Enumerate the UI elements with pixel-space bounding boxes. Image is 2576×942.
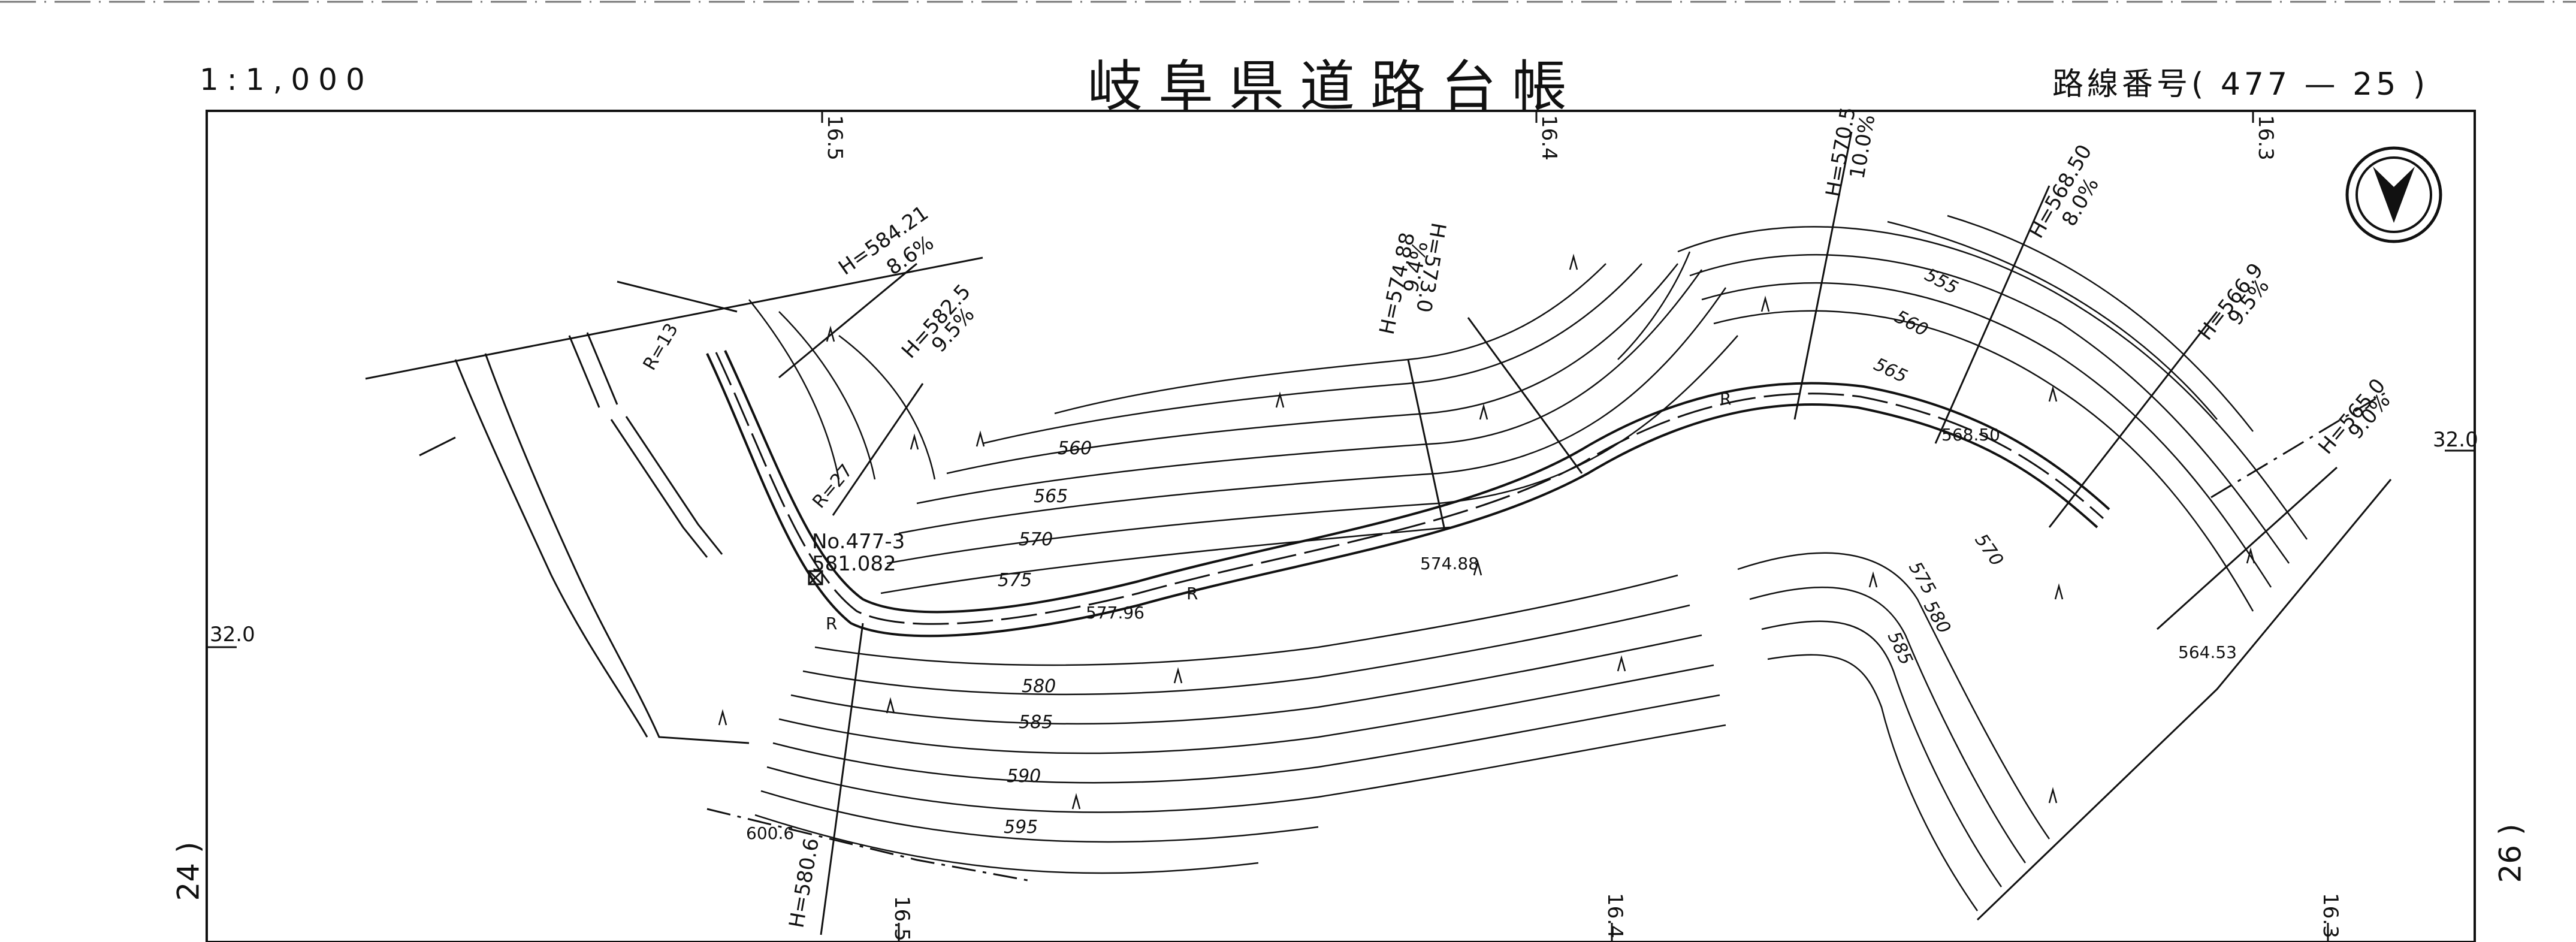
curve-radius-label: R [1720,389,1731,409]
spot-height: 577.96 [1086,603,1144,623]
contour-label: 585 [1883,629,1917,669]
grid-tick-top-1: 16.5 [823,115,847,161]
benchmark-id: No.477-3 [812,530,905,554]
spot-height: 574.88 [1420,554,1479,573]
spot-height: 564.53 [2178,642,2237,662]
curve-radius-label: R=27 [808,460,857,512]
station-label-h: H=580.6 [784,837,824,930]
contour-label: 570 [1019,529,1053,550]
grid-tick-bottom-1: 16.5 [890,896,914,941]
contour-label: 575 [998,570,1032,591]
grid-tick-right: 32.0 [2433,428,2478,452]
curve-radius-label: R [826,614,837,633]
map-frame [206,110,2476,942]
contour-label: 560 [1891,306,1931,341]
contour-label: 570 [1970,530,2007,570]
spot-height: 600.6 [746,823,794,843]
contour-label: 565 [1034,486,1068,507]
north-arrow-icon [2345,146,2442,243]
benchmark-elevation: 581.082 [812,552,896,576]
page-title: 岐阜県道路台帳 [1088,55,1583,119]
contour-label: 580 [1022,676,1056,697]
grid-tick-top-2: 16.4 [1537,115,1561,161]
contour-label: 580 [1919,597,1955,638]
spot-height: 568.50 [1941,425,2000,445]
contour-label: 575 [1904,558,1940,599]
contour-label: 590 [1007,766,1041,787]
route-number: 路線番号( 477 — 25 ) [2052,59,2429,104]
grid-tick-left: 32.0 [210,623,255,647]
benchmark-icon [808,570,823,585]
contour-label: 585 [1019,712,1053,733]
curve-radius-label: R=13 [639,320,682,374]
contour-label: 565 [1871,354,1911,388]
map-scale: 1:1,000 [200,62,373,97]
contour-label: 560 [1058,438,1092,459]
grid-tick-bottom-2: 16.4 [1603,893,1627,938]
grid-tick-bottom-3: 16.3 [2318,893,2342,938]
grid-tick-top-3: 16.3 [2254,115,2278,161]
contour-label: 595 [1004,817,1038,838]
vegetation-symbols [718,253,2255,810]
curve-radius-label: R [1186,584,1198,603]
route-value: ( 477 — 25 ) [2191,67,2429,102]
route-label: 路線番号 [2052,67,2192,102]
